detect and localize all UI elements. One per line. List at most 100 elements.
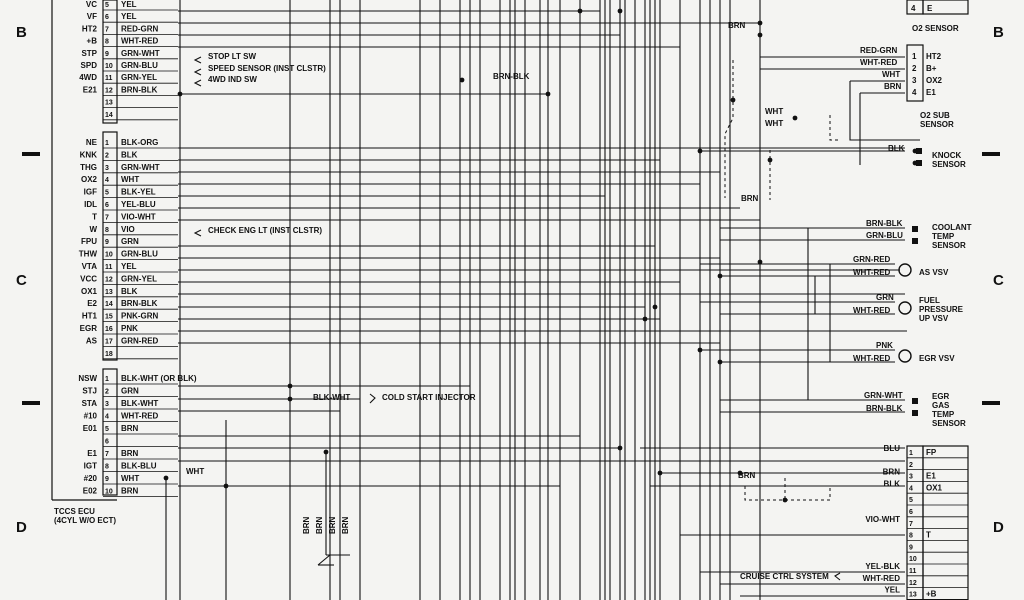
ecu-pin-number: 7: [105, 451, 109, 458]
sensor-pin-terminal: [912, 398, 918, 404]
check-connector-brn: BRN: [738, 471, 756, 480]
egr-sensor-label: EGR: [932, 392, 950, 401]
egr-sensor-wire-2: BRN-BLK: [866, 404, 903, 413]
ecu-pin-name: 4WD: [79, 73, 97, 82]
check-connector-pin-number: 9: [909, 544, 913, 551]
ecu-pin-name: E1: [87, 449, 97, 458]
check-connector-wire-color: BLU: [884, 444, 901, 453]
ecu-pin-name: NSW: [78, 374, 97, 383]
wire-junction: [757, 32, 763, 38]
egr-sensor-wire-1: GRN-WHT: [864, 391, 903, 400]
ecu-pin-wire-color: WHT-RED: [121, 37, 159, 46]
sensor-pin-terminal: [912, 410, 918, 416]
ecu-pin-name: #20: [84, 474, 98, 483]
vsv-connector: [898, 301, 912, 315]
check-connector-pin-number: 5: [909, 497, 913, 504]
egr-sensor-label-3: TEMP: [932, 410, 955, 419]
o2-sub-pin2-num: 2: [912, 64, 917, 73]
ecu-pin-wire-color: BLK-WHT (OR BLK): [121, 374, 197, 383]
ecu-pin-number: 3: [105, 165, 109, 172]
check-connector-wire-color: WHT-RED: [863, 574, 901, 583]
check-connector-pin-name: OX1: [926, 483, 943, 492]
ecu-pin-name: T: [92, 212, 97, 221]
check-connector-pin-name: T: [926, 531, 931, 540]
wire-junction: [767, 157, 773, 163]
ground-wire-label-3: BRN: [328, 516, 337, 534]
wire-junction: [459, 77, 465, 83]
ecu-pin-wire-color: GRN-YEL: [121, 274, 157, 283]
ecu-pin-number: 4: [105, 177, 109, 184]
ecu-pin-wire-color: RED-GRN: [121, 24, 159, 33]
ecu-pin-number: 12: [105, 87, 113, 94]
wire-junction: [545, 91, 551, 97]
wire-trace: [849, 81, 920, 141]
check-connector-pin-number: 8: [909, 533, 913, 540]
as-vsv-label: AS VSV: [919, 268, 949, 277]
egr-sensor-label-2: GAS: [932, 401, 950, 410]
edge-mark-left-2: [22, 401, 40, 405]
o2-sensor-pin4: 4: [911, 4, 916, 13]
ecu-pin-wire-color: YEL: [121, 262, 137, 271]
wire-junction: [617, 8, 623, 14]
ground-wire-label-1: BRN: [302, 516, 311, 534]
check-connector-pin-name: FP: [926, 448, 937, 457]
ecu-pin-wire-color: GRN-WHT: [121, 163, 160, 172]
ecu-pin-number: 17: [105, 338, 113, 345]
ecu-subtitle: (4CYL W/O ECT): [54, 516, 116, 525]
egr-vsv-wire-1: PNK: [876, 341, 893, 350]
wire-junction: [287, 396, 293, 402]
ecu-pin-number: 5: [105, 190, 109, 197]
ecu-pin-name: KNK: [80, 150, 98, 159]
fuel-vsv-label: FUEL: [919, 296, 940, 305]
ecu-pin-name: EGR: [80, 324, 98, 333]
ecu-pin-name: THG: [80, 163, 97, 172]
ecu-pin-wire-color: GRN-BLU: [121, 61, 158, 70]
zone-label-c-left: C: [16, 272, 27, 289]
ecu-title: TCCS ECU: [54, 507, 95, 516]
wire-junction: [577, 8, 583, 14]
ecu-pin-name: E2: [87, 299, 97, 308]
ecu-pin-wire-color: WHT-RED: [121, 412, 159, 421]
ecu-pin-wire-color: PNK-GRN: [121, 312, 159, 321]
wire-label-brn-blk-mid: BRN-BLK: [493, 72, 530, 81]
wire-trace: [193, 68, 202, 76]
edge-mark-right-1: [982, 152, 1000, 156]
o2-sub-pin4-wire: BRN: [884, 82, 902, 91]
ecu-pin-name: HT1: [82, 312, 98, 321]
wire-junction: [652, 304, 658, 310]
ecu-pin-number: 12: [105, 276, 113, 283]
ecu-pin-number: 5: [105, 2, 109, 9]
wire-junction: [617, 445, 623, 451]
check-connector-pin-number: 11: [909, 568, 917, 575]
ecu-pin-number: 5: [105, 426, 109, 433]
wire-trace: [834, 572, 841, 581]
ecu-pin-name: VTA: [82, 262, 98, 271]
wire-junction: [792, 115, 798, 121]
o2-sub-pin4-name: E1: [926, 88, 936, 97]
o2-sensor-brn: BRN: [728, 21, 746, 30]
check-connector-pin-name: +B: [926, 590, 937, 599]
wire-junction: [697, 347, 703, 353]
knock-brn: BRN: [741, 194, 759, 203]
o2-sub-label: O2 SUB: [920, 111, 950, 120]
o2-sub-pin1-wire: RED-GRN: [860, 46, 898, 55]
ecu-pin-wire-color: GRN: [121, 237, 139, 246]
o2-sub-pin1-name: HT2: [926, 52, 942, 61]
check-connector-pin-number: 7: [909, 521, 913, 528]
wire-trace: [829, 115, 840, 141]
ecu-pin-number: 11: [105, 264, 113, 271]
wire-junction: [323, 449, 329, 455]
coolant-label-2: TEMP: [932, 232, 955, 241]
check-connector-pin-number: 2: [909, 462, 913, 469]
check-connector-wire-color: VIO-WHT: [865, 515, 900, 524]
ecu-pin-number: 8: [105, 464, 109, 471]
knock-sensor-label-2: SENSOR: [932, 160, 966, 169]
o2-sub-pin3-name: OX2: [926, 76, 943, 85]
ecu-pin-wire-color: GRN-YEL: [121, 73, 157, 82]
ecu-pin-name: +B: [87, 37, 98, 46]
ground-wire-label-4: BRN: [341, 516, 350, 534]
sensor-pin-terminal: [916, 160, 922, 166]
ecu-pin-name: AS: [86, 336, 98, 345]
ecu-pin-number: 9: [105, 239, 109, 246]
check-connector-pin-number: 10: [909, 556, 917, 563]
